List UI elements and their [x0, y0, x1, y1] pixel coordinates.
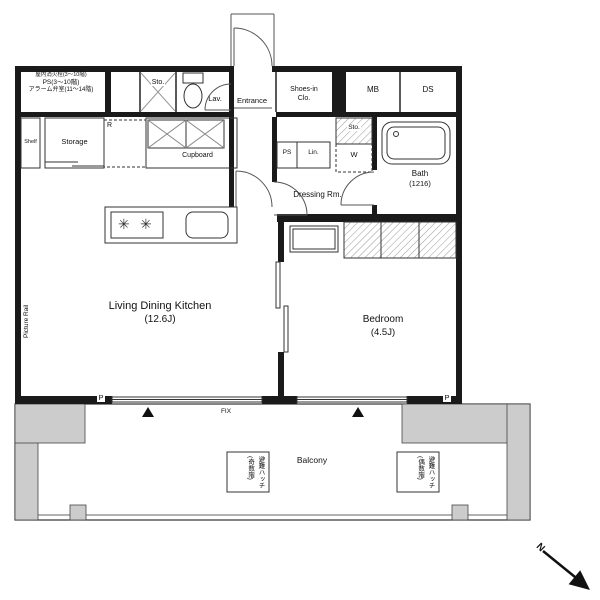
ldk-label: Living Dining Kitchen (12.6J) [108, 300, 212, 325]
sto-top-label: Sto. [150, 79, 166, 86]
sto-cross [140, 72, 176, 112]
kitchen-counter [104, 206, 238, 244]
washer-box [335, 143, 373, 173]
lav-label: Lav. [208, 94, 222, 103]
ps-label: PS [282, 149, 292, 156]
mb-label: MB [367, 85, 379, 94]
upper-cabinet [185, 119, 225, 149]
refrigerator-label: R [107, 122, 113, 129]
cupboard-label: Cupboard [182, 152, 213, 159]
escape-hatch-right-label: 避難ハッチ (偶数階) [416, 456, 434, 489]
escape-hatch-right-box [396, 451, 440, 493]
picture-rail-label: Picture Rail [23, 304, 30, 338]
bathtub-inner [386, 126, 446, 160]
escape-hatch-left-label: 避難ハッチ (奇数階) [246, 456, 264, 489]
linen-label: Lin. [308, 149, 319, 156]
wall-chunk [332, 66, 346, 117]
wall-top-right [272, 66, 462, 72]
windows [111, 396, 408, 403]
wall-bath-left-bottom [372, 205, 377, 214]
doors [204, 13, 375, 216]
sliding-door-panel [283, 305, 289, 353]
wall-bottom-pier-right [407, 396, 462, 404]
pillar-base-left [69, 504, 87, 521]
sliding-door-panel [275, 261, 281, 309]
dressing-door-arc [273, 181, 308, 216]
dressing-room-label: Dressing Rm. [293, 190, 342, 199]
bedroom-counter [289, 225, 339, 253]
walls [15, 66, 462, 404]
shaft-label: 屋内消火栓(3〜10階) PS(3〜10階) アラーム弁室(11〜14階) [16, 72, 106, 95]
window-marker-icon [352, 407, 364, 417]
shaft-label-line2: PS(3〜10階) [42, 78, 80, 86]
toilet-bowl [183, 83, 203, 109]
bath-door-arc [340, 171, 375, 206]
storage-label: Storage [61, 137, 88, 146]
wall-top-left [15, 66, 233, 72]
wall-hall-left [229, 66, 234, 207]
wall-dressing-left [272, 117, 277, 182]
wall-service-right [276, 112, 456, 117]
entry-door-arc [233, 27, 273, 67]
window-marker-icon [142, 407, 154, 417]
pillar-label-right: P [443, 393, 451, 402]
wall-ldk-bedroom-upper [278, 222, 284, 262]
bath-label: Bath (1216) [409, 169, 431, 188]
wall-bath-left-top [372, 117, 377, 170]
closet [343, 221, 457, 259]
bedroom-counter-inner [292, 228, 336, 250]
linen-box [296, 141, 331, 169]
wall-bottom-pier-left [15, 396, 112, 404]
stove-burner-icon: ✳ [118, 216, 130, 232]
bath-drain [393, 131, 399, 137]
cabinet-cross [185, 119, 225, 149]
stove-burner-icon: ✳ [140, 216, 152, 232]
north-arrow-icon [542, 550, 590, 590]
hall-door-arc [235, 170, 273, 208]
shaft-label-line1: 屋内消火栓(3〜10階) [35, 72, 87, 78]
cabinet-cross [147, 119, 187, 149]
fixtures [20, 72, 457, 353]
sto-dressing-label: Sto. [347, 124, 361, 131]
wall-bottom-pier-mid [262, 396, 297, 404]
washer-label: W [350, 150, 358, 159]
balcony-label: Balcony [296, 455, 328, 465]
sto-shelf [335, 117, 373, 145]
shelf-label: Shelf [24, 139, 37, 145]
wall-left [15, 66, 21, 404]
lav-door-arc [204, 83, 232, 111]
fix-window-label: FIX [220, 408, 232, 415]
stove [110, 211, 164, 239]
sink [185, 211, 229, 239]
wall-service-left [21, 112, 233, 117]
wall-bedroom-top [277, 214, 462, 222]
cupboard-counter [145, 117, 238, 169]
shoes-closet-label: Shoes-in Clo. [290, 86, 318, 102]
bedroom-label: Bedroom (4.5J) [362, 314, 404, 338]
bathtub [381, 121, 451, 165]
wall-ldk-bedroom-lower [278, 352, 284, 396]
pillar-label-left: P [97, 393, 105, 402]
escape-hatch-left-box [226, 451, 270, 493]
partitions [139, 72, 401, 112]
toilet-tank [182, 72, 204, 84]
entrance-label: Entrance [236, 96, 268, 105]
balcony-parapet-left-top [14, 403, 86, 444]
balcony-structure [14, 403, 531, 521]
wall-ps-shaft [105, 66, 111, 117]
shelf-box [20, 117, 41, 169]
balcony-parapet-right [506, 403, 531, 521]
shaft-label-line3: アラーム弁室(11〜14階) [28, 87, 94, 93]
wall-right [456, 66, 462, 404]
ds-label: DS [422, 85, 434, 94]
pillar-base-right [451, 504, 469, 521]
